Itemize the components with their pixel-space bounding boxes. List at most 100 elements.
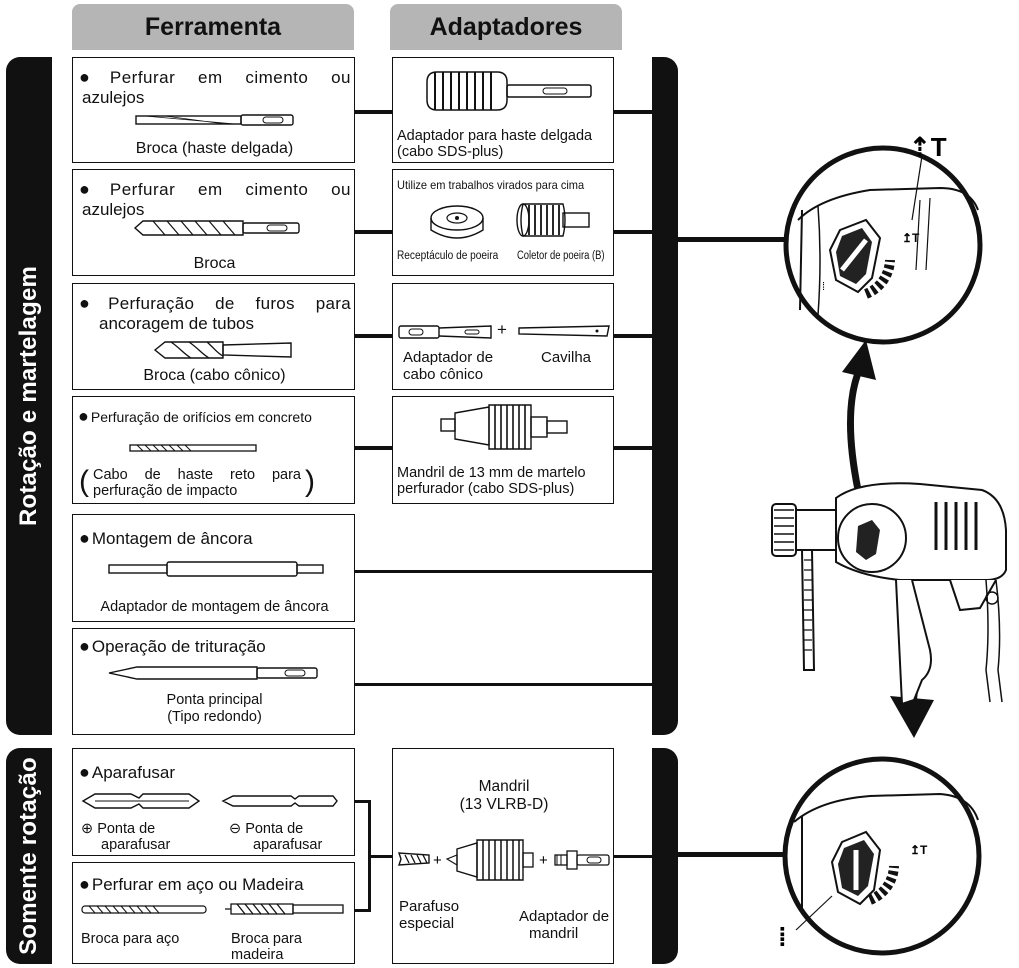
tool-title: Perfurar em cimento ou (79, 179, 351, 200)
straight-shank-bit-icon (129, 444, 257, 452)
wood-bit-icon (225, 903, 344, 915)
tool-title-line2: ancoragem de tubos (99, 314, 254, 333)
tool-caption: Broca (haste delgada) (135, 140, 294, 157)
special-screw-label-line1: Parafuso (399, 898, 460, 915)
connector-line (355, 110, 392, 114)
adapter-box-13mm-chuck: Mandril de 13 mm de martelo perfurador (… (392, 396, 614, 504)
tool-box-screwdriving: Aparafusar ⊕ Ponta de aparafusar ⊖ Ponta… (72, 748, 355, 856)
svg-text:↥T: ↥T (910, 843, 928, 857)
adapter-note: Utilize em trabalhos virados para cima (397, 178, 585, 192)
tool-title: Perfurar em cimento ou (79, 67, 351, 88)
drill-body (771, 482, 1007, 706)
connector-line (613, 110, 653, 114)
tool-title: Aparafusar (79, 762, 175, 783)
dust-collector-b-icon (516, 203, 590, 237)
chuck-title-line2: (13 VLRB-D) (459, 796, 549, 813)
connector-line (678, 237, 790, 242)
thin-shank-adapter-icon (426, 71, 592, 111)
tool-box-steel-wood-drilling: Perfurar em aço ou Madeira Broca para aç… (72, 862, 355, 964)
tool-title-line2: azulejos (82, 88, 145, 107)
connector-line (613, 446, 653, 450)
drill-chuck-assembly-icon: + + (398, 839, 610, 881)
tool-box-taper-shank-bit: Perfuração de furos para ancoragem de tu… (72, 283, 355, 390)
hammer-drill-illustration: ↥T ⁞ ⇡T ↥T ⁞ (771, 132, 1007, 956)
bull-point-icon (108, 666, 318, 680)
bracket-bar-rotation-hammer (652, 57, 678, 735)
tool-caption: Broca (cabo cônico) (143, 367, 286, 384)
tool-box-thin-shank-bit: Perfurar em cimento ou azulejos Broca (h… (72, 57, 355, 163)
wood-bit-label-line1: Broca para (231, 931, 302, 947)
phillips-bit-label-line2: aparafusar (101, 837, 171, 853)
tool-title: Perfuração de orifícios em concreto (78, 408, 312, 425)
connector-line (613, 230, 653, 234)
adapter-box-drill-chuck: Mandril (13 VLRB-D) + + Parafuso especia… (392, 748, 614, 964)
tool-box-straight-shank-bit: Perfuração de orifícios em concreto ( ) … (72, 396, 355, 504)
connector-line (355, 446, 392, 450)
svg-text:⁞: ⁞ (778, 922, 787, 952)
side-label-rotation-hammer: Rotação e martelagem (6, 57, 52, 735)
steel-bit-icon (81, 905, 207, 914)
header-tool: Ferramenta (72, 4, 354, 50)
adapter-box-dust-collector: Utilize em trabalhos virados para cima R… (392, 169, 614, 276)
cotter-label: Cavilha (541, 349, 592, 366)
special-screw-label-line2: especial (399, 915, 455, 932)
side-label-rotation-only: Somente rotação (6, 748, 52, 964)
adapter-caption-line1: Adaptador para haste delgada (397, 128, 593, 144)
phillips-bit-label: ⊕ Ponta de (81, 821, 156, 837)
connector-line (355, 334, 392, 338)
wood-bit-label-line2: madeira (231, 947, 284, 963)
svg-text:↥T: ↥T (902, 231, 920, 245)
cotter-icon (518, 325, 610, 337)
svg-text:+: + (539, 852, 548, 869)
bracket-connector (355, 800, 371, 912)
tool-caption-line1: Cabo de haste reto para (93, 467, 301, 483)
connector-line (370, 855, 392, 858)
drill-bit-icon (133, 220, 300, 236)
chuck-adapter-label-line1: Adaptador de (519, 908, 610, 925)
open-paren: ( (79, 465, 89, 498)
connector-line (614, 855, 653, 858)
adapter-box-thin-shank: Adaptador para haste delgada (cabo SDS-p… (392, 57, 614, 163)
header-adapters: Adaptadores (390, 4, 622, 50)
tool-caption: Broca (193, 255, 236, 272)
tool-title-line2: azulejos (82, 200, 145, 219)
svg-text:⇡T: ⇡T (909, 132, 947, 162)
tool-title: Perfurar em aço ou Madeira (79, 874, 304, 895)
slotted-bit-label-line2: aparafusar (253, 837, 323, 853)
tool-title: Operação de trituração (79, 636, 266, 657)
steel-bit-label: Broca para aço (81, 931, 180, 947)
dust-cup-label: Receptáculo de poeira (397, 250, 499, 262)
plus-sign: + (497, 320, 507, 339)
adapter-caption-line1: Mandril de 13 mm de martelo (397, 465, 586, 481)
tool-box-anchor-setting: Montagem de âncora Adaptador de montagem… (72, 514, 355, 622)
tool-caption-line2: perfuração de impacto (93, 483, 238, 499)
connector-line (355, 230, 392, 234)
adapter-caption-line2: (cabo SDS-plus) (397, 144, 504, 160)
bracket-bar-rotation-only (652, 748, 678, 964)
connector-line (613, 334, 653, 338)
adapter-caption-line2: perfurador (cabo SDS-plus) (397, 481, 575, 497)
slotted-bit-icon (221, 795, 338, 807)
mode-switch-zoom-top: ↥T ⁞ ⇡T (783, 132, 983, 345)
hammer-drill-chuck-icon (440, 404, 568, 450)
anchor-setting-adapter-icon (108, 561, 324, 577)
taper-shank-adapter-label-line1: Adaptador de (403, 349, 494, 366)
tool-caption: Adaptador de montagem de âncora (100, 599, 329, 615)
tool-caption-line2: (Tipo redondo) (167, 709, 262, 725)
svg-text:+: + (433, 852, 442, 869)
slotted-bit-label: ⊖ Ponta de (229, 821, 304, 837)
mode-switch-zoom-bottom: ↥T ⁞ (778, 756, 982, 956)
connector-line (355, 570, 653, 573)
connector-line (678, 852, 788, 857)
up-arrow-icon (842, 340, 876, 491)
connector-line (355, 683, 653, 686)
chuck-title-line1: Mandril (478, 778, 530, 795)
taper-shank-adapter-icon (398, 325, 492, 339)
phillips-bit-icon (81, 793, 201, 809)
tool-box-drill-bit: Perfurar em cimento ou azulejos Broca (72, 169, 355, 276)
adapter-box-taper-shank: + Adaptador de cabo cônico Cavilha (392, 283, 614, 390)
tool-box-bull-point: Operação de trituração Ponta principal (… (72, 628, 355, 735)
close-paren: ) (305, 465, 315, 498)
tool-caption-line1: Ponta principal (166, 692, 263, 708)
chuck-adapter-label-line2: mandril (529, 925, 579, 942)
